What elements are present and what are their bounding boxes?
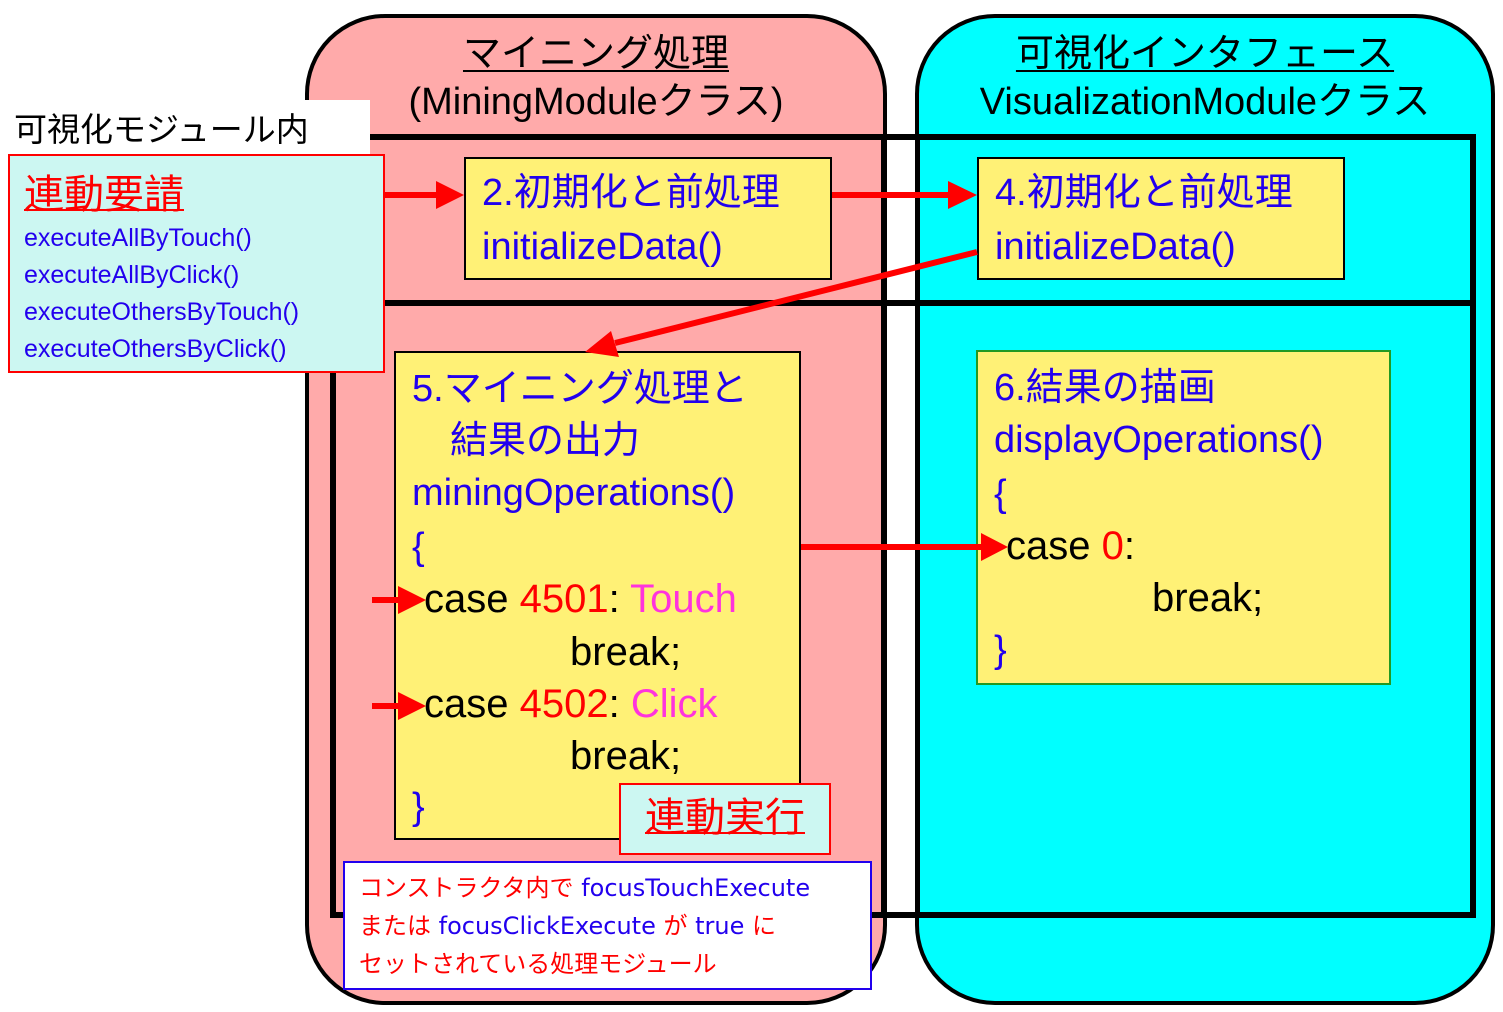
frame-middle-line [383, 300, 1476, 306]
left-label-bg [4, 100, 370, 154]
case-click-break: break; [570, 734, 682, 778]
panel-gutter [887, 137, 915, 915]
display-open-brace: { [994, 473, 1007, 515]
case-colon: : [608, 577, 620, 621]
mining-ops-step-line2: 結果の出力 [450, 420, 641, 462]
note-line-2: または focusClickExecute が true に [359, 907, 870, 945]
viz-init-step: 4.初期化と前処理 [995, 172, 1293, 214]
frame-bottom-line [330, 912, 1476, 918]
case-label: Touch [630, 577, 737, 621]
display-step: 6.結果の描画 [994, 367, 1216, 409]
frame-top-line [370, 134, 1476, 140]
request-method: executeOthersByClick() [24, 335, 287, 363]
case-touch-break: break; [570, 630, 682, 674]
case-colon: : [1123, 524, 1135, 568]
request-method-list: executeAllByTouch() executeAllByClick() … [24, 220, 299, 368]
mining-ops-open-brace: { [412, 526, 425, 568]
case-keyword: case [1006, 524, 1091, 568]
frame-viz-left-border [915, 134, 920, 918]
note-variable: focusTouchExecute [581, 874, 811, 902]
case-keyword: case [424, 682, 509, 726]
mining-ops-step-line1: 5.マイニング処理と [412, 368, 748, 410]
viz-panel-subtitle: VisualizationModuleクラス [979, 81, 1431, 123]
case-zero-break: break; [1152, 576, 1264, 620]
case-value: 0 [1101, 524, 1124, 568]
link-request-title: 連動要請 [24, 173, 184, 217]
mining-ops-method: miningOperations() [412, 472, 736, 514]
note-text: コンストラクタ内で [359, 874, 574, 902]
case-touch-line: case 4501: Touch [424, 573, 737, 625]
mining-init-step: 2.初期化と前処理 [482, 172, 780, 214]
viz-init-method: initializeData() [995, 226, 1236, 268]
note-value: true [695, 912, 745, 940]
request-method: executeAllByClick() [24, 261, 240, 289]
display-method: displayOperations() [994, 419, 1324, 461]
note-text: が [663, 912, 688, 940]
link-execute-box: 連動実行 [619, 783, 831, 855]
request-method: executeOthersByTouch() [24, 298, 300, 326]
mining-ops-close-brace: } [412, 786, 425, 828]
mining-init-method: initializeData() [482, 226, 723, 268]
note-line-1: コンストラクタ内で focusTouchExecute [359, 869, 870, 907]
case-zero-line: case 0: [1006, 520, 1135, 572]
case-value: 4501 [519, 577, 609, 621]
viz-init-box: 4.初期化と前処理 initializeData() [977, 157, 1345, 280]
mining-init-box: 2.初期化と前処理 initializeData() [464, 157, 832, 280]
case-keyword: case [424, 577, 509, 621]
case-click-line: case 4502: Click [424, 678, 718, 730]
note-text: に [752, 912, 777, 940]
mining-panel-subtitle: (MiningModuleクラス) [408, 81, 784, 123]
display-operations-box: 6.結果の描画 displayOperations() { case 0: br… [976, 350, 1391, 685]
note-line-3: セットされている処理モジュール [359, 950, 717, 978]
case-label: Click [630, 682, 718, 726]
mining-panel-title: マイニング処理 [462, 33, 729, 75]
frame-left-line [330, 370, 336, 918]
viz-panel-title: 可視化インタフェース [1015, 33, 1395, 75]
note-box: コンストラクタ内で focusTouchExecute または focusCli… [343, 861, 872, 990]
mining-operations-box: 5.マイニング処理と 結果の出力 miningOperations() { ca… [394, 351, 801, 840]
frame-mining-right-border [881, 134, 886, 918]
display-close-brace: } [994, 629, 1007, 671]
link-execute-label: 連動実行 [645, 796, 805, 840]
request-method: executeAllByTouch() [24, 224, 252, 252]
note-variable: focusClickExecute [438, 912, 656, 940]
frame-right-line [1470, 134, 1476, 918]
note-text: または [359, 912, 431, 940]
visualization-module-label: 可視化モジュール内 [14, 111, 309, 148]
case-value: 4502 [519, 682, 609, 726]
link-request-box: 連動要請 executeAllByTouch() executeAllByCli… [8, 154, 385, 373]
case-colon: : [608, 682, 620, 726]
